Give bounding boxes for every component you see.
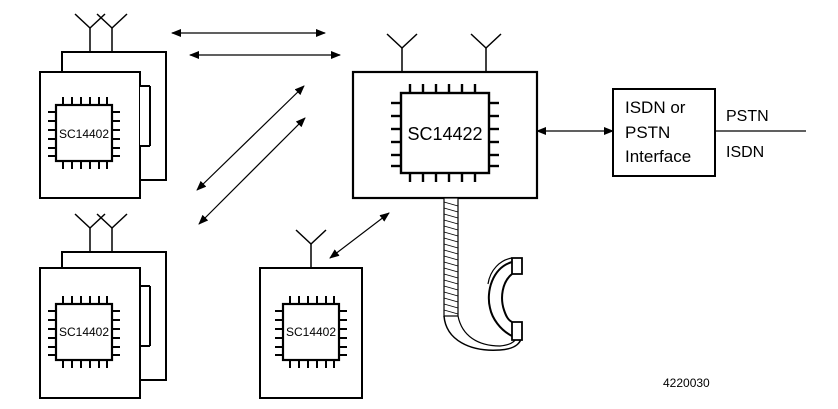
base-station: SC14422 — [351, 33, 539, 200]
handset-unit-top-left: SC14402 — [39, 13, 167, 199]
chip-label: SC14422 — [407, 124, 482, 144]
pstn-label: PSTN — [726, 108, 769, 125]
telephone-handset-icon — [443, 197, 523, 351]
chip-label: SC14402 — [59, 325, 109, 339]
figure-id: 4220030 — [663, 376, 710, 390]
handset-unit-bottom-left: SC14402 — [39, 213, 167, 399]
chip-icon — [391, 84, 499, 182]
link-arrow — [198, 117, 306, 225]
interface-label-line-2: PSTN — [625, 123, 670, 142]
handset-unit-bottom-middle: SC14402 — [259, 229, 363, 399]
interface-box: ISDN or PSTN Interface — [612, 88, 716, 177]
link-arrow — [196, 85, 305, 191]
chip-label: SC14402 — [286, 325, 336, 339]
chip-label: SC14402 — [59, 127, 109, 141]
isdn-label: ISDN — [726, 144, 764, 161]
interface-label-line-1: ISDN or — [625, 98, 686, 117]
interface-label-line-3: Interface — [625, 147, 691, 166]
link-arrow — [329, 212, 390, 259]
